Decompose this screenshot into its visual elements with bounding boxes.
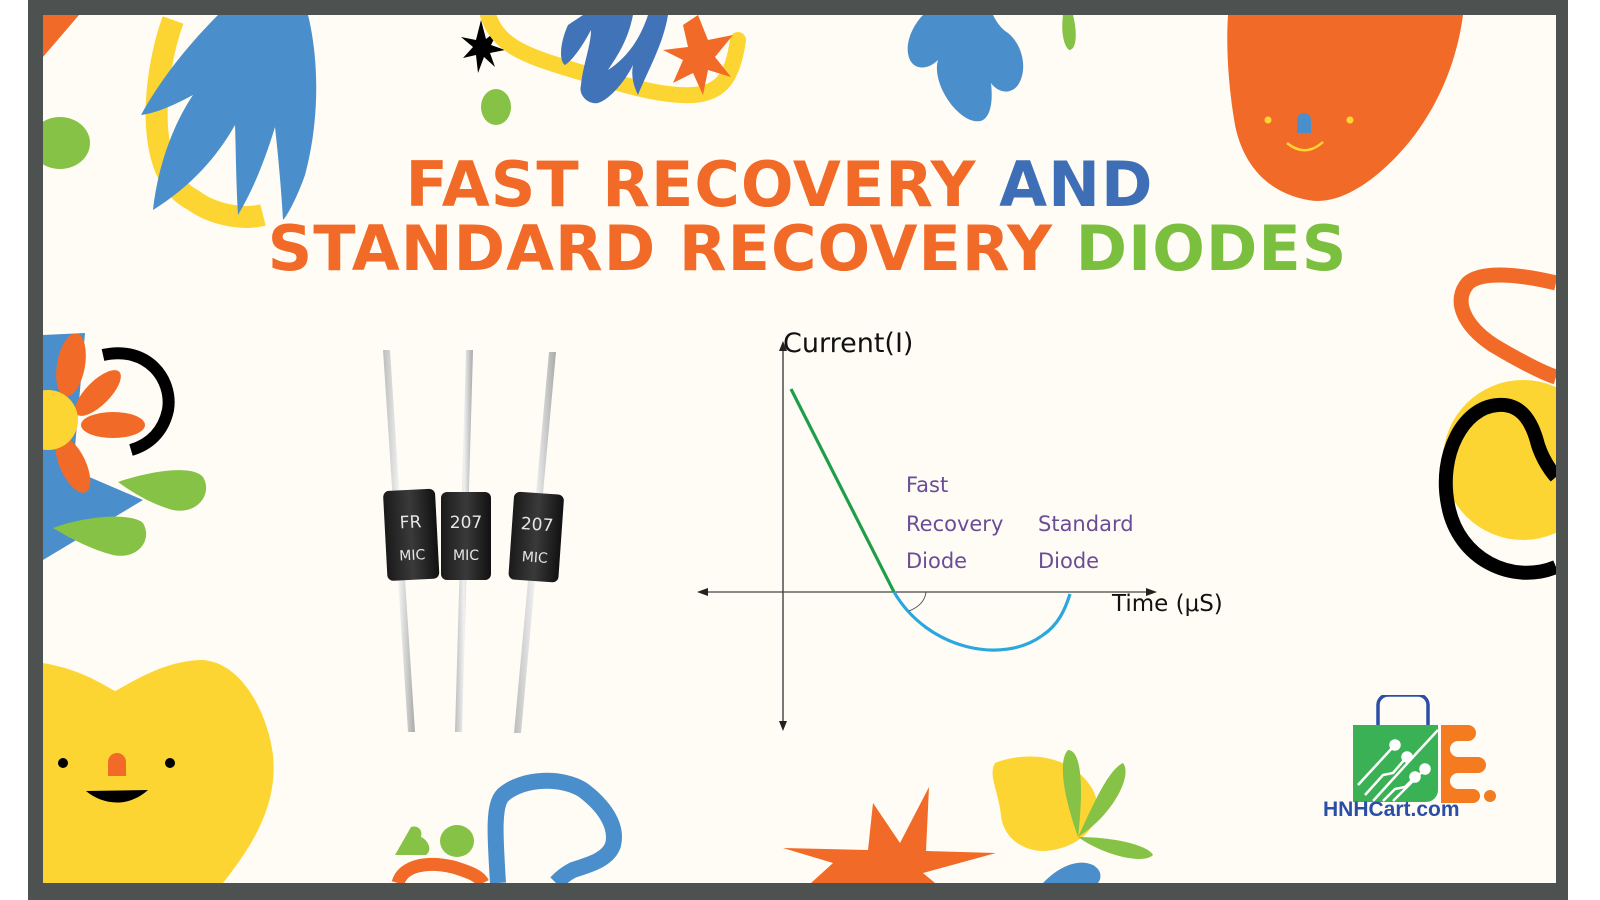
title-diodes: DIODES <box>1075 212 1348 285</box>
heart-eye-right <box>165 758 175 768</box>
green-leaf-shape <box>1078 763 1126 837</box>
blue-leaf-shape <box>141 15 317 220</box>
heart-mouth <box>86 790 148 803</box>
standard-label-line-2: Diode <box>1038 549 1100 573</box>
blue-loop-shape <box>487 772 622 883</box>
title-and: AND <box>999 148 1154 221</box>
y-axis-arrow-up <box>779 341 787 351</box>
face-nose <box>1297 113 1311 133</box>
diodes-photo: FR MIC 207 MIC 207 MIC <box>383 350 564 733</box>
petal-shape <box>81 412 145 438</box>
green-leaf-shape <box>118 470 207 511</box>
blue-fingers-shape <box>561 15 668 104</box>
logo-text: HNHCart.com <box>1323 798 1460 821</box>
green-leaf-shape <box>1062 750 1081 837</box>
diode-1-marking-top: FR <box>399 512 422 533</box>
title-line-2: STANDARD RECOVERY DIODES <box>51 217 1556 281</box>
title-line-1: FAST RECOVERY AND <box>43 153 1536 217</box>
e-mark-icon <box>1441 725 1486 803</box>
diode-1: FR MIC <box>383 350 440 732</box>
y-axis-arrow-down <box>779 721 787 731</box>
diode-3: 207 MIC <box>508 352 564 733</box>
face-smile <box>1286 141 1324 152</box>
orange-burst-shape <box>783 787 996 883</box>
e-dot-icon <box>1484 790 1496 802</box>
green-blob-shape <box>43 117 90 169</box>
green-heart-shape <box>395 826 430 855</box>
shopping-bag-icon <box>1353 725 1438 802</box>
diode-2-marking-bottom: MIC <box>453 548 479 564</box>
black-arc-shape <box>101 347 175 456</box>
face-eye-left <box>1264 116 1272 124</box>
flower-center-shape <box>43 390 78 450</box>
petal-shape <box>55 437 91 493</box>
recovery-graph <box>697 341 1157 731</box>
angle-arc <box>908 591 927 612</box>
petal-shape <box>75 370 121 416</box>
orange-star-shape <box>663 15 733 95</box>
x-axis-arrow-left <box>697 588 708 596</box>
black-loop-shape <box>1438 397 1556 580</box>
reverse-recovery-curve <box>892 591 1072 652</box>
forward-current-line <box>789 388 896 593</box>
blue-blob-shape <box>1043 862 1101 883</box>
face-eye-right <box>1346 116 1354 124</box>
yellow-heart-face <box>43 660 274 883</box>
diode-3-marking-bottom: MIC <box>521 549 548 567</box>
slide-canvas: FAST RECOVERY AND STANDARD RECOVERY DIOD… <box>43 15 1556 883</box>
bag-handle-icon <box>1376 695 1430 728</box>
diode-1-marking-bottom: MIC <box>399 547 426 564</box>
decorative-shapes <box>43 15 1556 883</box>
diode-2: 207 MIC <box>441 350 491 732</box>
orange-corner-shape <box>43 15 79 57</box>
title-standard-recovery: STANDARD RECOVERY <box>267 212 1076 285</box>
orange-face-blob <box>1227 15 1463 201</box>
green-dot-shape <box>440 825 474 857</box>
x-axis-label: Time (μS) <box>1112 591 1223 617</box>
fast-label-line-2: Recovery <box>906 512 1004 536</box>
standard-label-line-1: Standard <box>1038 512 1134 536</box>
petal-shape <box>56 333 86 397</box>
green-leaf-shape <box>53 516 147 556</box>
orange-arc-shape <box>391 857 489 883</box>
fast-label-line-1: Fast <box>906 473 949 497</box>
heart-eye-left <box>58 758 68 768</box>
hnhcart-logo <box>1353 695 1496 803</box>
blue-flower-shape <box>907 15 1024 122</box>
fast-label-line-3: Diode <box>906 549 968 573</box>
circuit-traces-icon <box>1357 729 1439 802</box>
y-axis-label: Current(I) <box>783 328 914 359</box>
diode-2-marking-top: 207 <box>450 513 482 533</box>
orange-loop-shape <box>1453 267 1556 385</box>
green-sliver-shape <box>1062 15 1076 50</box>
yellow-blob-shape <box>992 756 1098 851</box>
x-axis-arrow-right <box>1146 588 1157 596</box>
title-fast-recovery: FAST RECOVERY <box>405 148 1000 221</box>
green-dot-shape <box>481 89 511 125</box>
heart-nose <box>108 753 126 776</box>
green-leaf-shape <box>1078 837 1153 859</box>
diode-3-marking-top: 207 <box>520 514 554 536</box>
